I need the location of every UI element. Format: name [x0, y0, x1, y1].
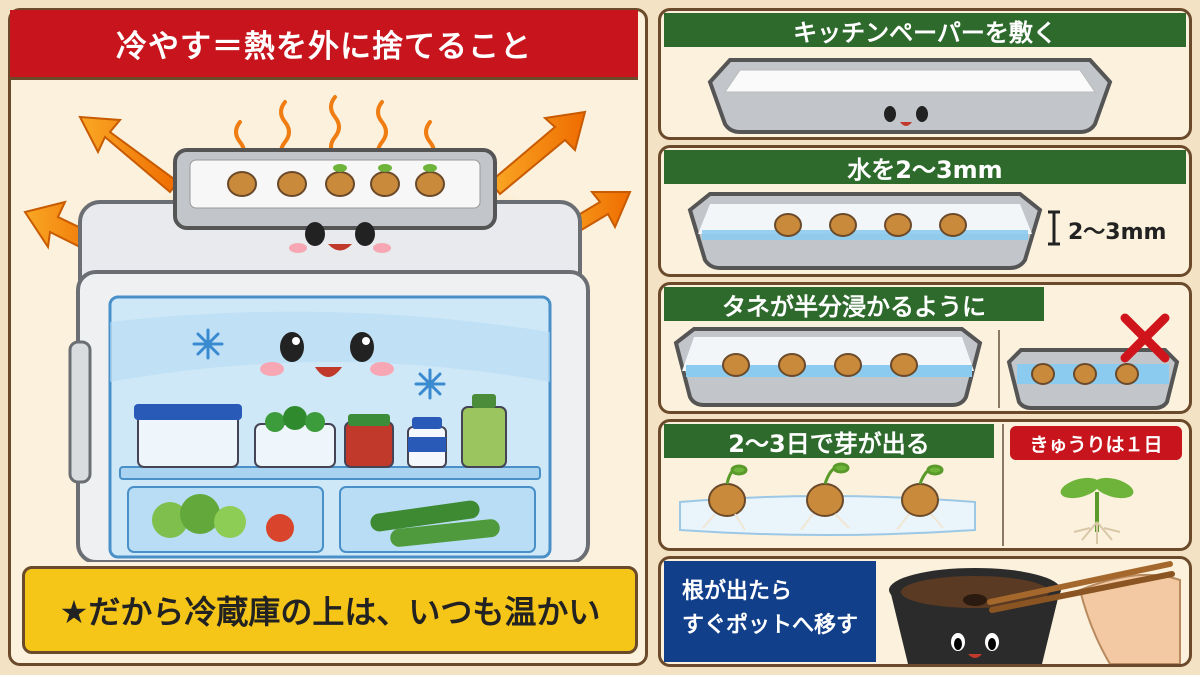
fridge-face-icon: [260, 332, 394, 377]
depth-marker-icon: [1048, 210, 1060, 246]
bottom-caption: ★だから冷蔵庫の上は、いつも温かい: [22, 566, 638, 654]
step3-title: タネが半分浸かるように: [664, 287, 1044, 321]
step5-text: 根が出たら すぐポットへ移す: [664, 561, 876, 662]
tray-paper-icon: [707, 58, 1113, 134]
snowflake-icon: [192, 328, 446, 400]
sprouting-seeds-icon: [679, 462, 976, 536]
tray-with-seeds-icon: [173, 148, 497, 253]
step5-line1: 根が出たら: [682, 579, 793, 604]
step1-title: キッチンペーパーを敷く: [664, 13, 1186, 47]
cucumber-badge: きゅうりは１日: [1010, 426, 1182, 460]
step5-line2: すぐポットへ移す: [682, 613, 859, 638]
divider: [998, 330, 1000, 408]
fridge-illustration: [23, 95, 632, 562]
vegetable-drawers-icon: [127, 486, 536, 553]
food-containers-icon: [134, 394, 507, 468]
left-title: 冷やす＝熱を外に捨てること: [10, 10, 638, 80]
tray-water-icon: [687, 192, 1043, 270]
fridge-handle: [68, 340, 92, 484]
x-mark-icon: [1120, 313, 1170, 363]
step2-title: 水を2〜3mm: [664, 150, 1186, 184]
divider: [1002, 424, 1004, 546]
depth-label: 2〜3mm: [1068, 220, 1167, 245]
tray-seeds-half-submerged-icon: [673, 327, 983, 407]
wrong-tray-icon: [1006, 313, 1180, 410]
fridge-shelf: [119, 466, 541, 480]
cucumber-seedling-icon: [1060, 477, 1134, 544]
step4-title: 2〜3日で芽が出る: [664, 424, 994, 458]
pot-transplant-icon: [889, 561, 1181, 664]
